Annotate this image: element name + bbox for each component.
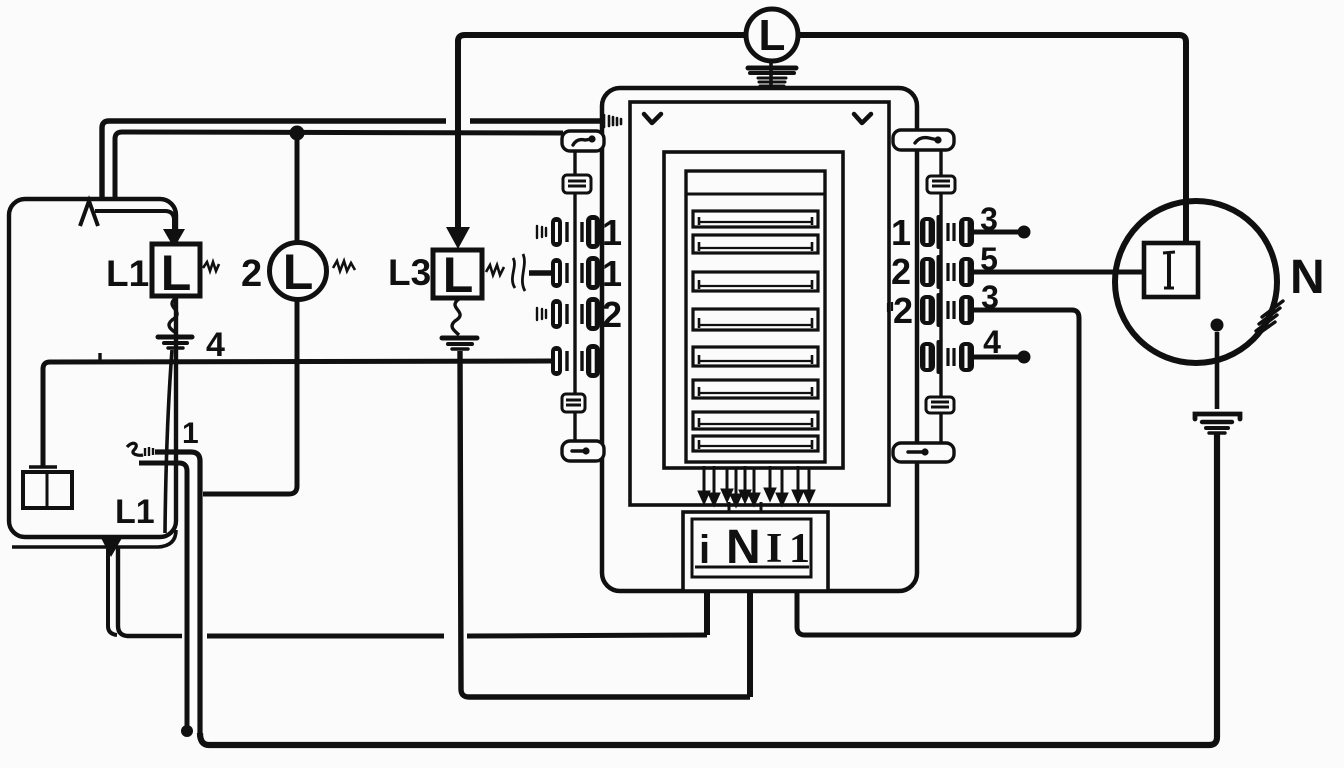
svg-text:4: 4 <box>983 324 1001 360</box>
svg-text:I: I <box>766 526 782 572</box>
svg-text:2: 2 <box>893 290 913 331</box>
svg-text:2: 2 <box>241 253 262 295</box>
svg-text:3: 3 <box>980 201 998 237</box>
svg-text:i: i <box>699 528 710 572</box>
svg-text:L1: L1 <box>106 253 149 294</box>
svg-text:1: 1 <box>602 253 622 294</box>
svg-text:N: N <box>1290 251 1325 304</box>
svg-text:L3: L3 <box>388 252 431 293</box>
svg-text:1: 1 <box>602 212 622 253</box>
svg-text:5: 5 <box>980 241 998 277</box>
svg-text:4: 4 <box>206 326 225 364</box>
svg-text:L: L <box>443 247 474 303</box>
svg-text:1: 1 <box>182 417 199 450</box>
svg-text:1: 1 <box>891 212 911 253</box>
svg-text:N: N <box>726 521 761 574</box>
svg-text:L: L <box>759 11 786 60</box>
svg-text:2: 2 <box>891 251 911 292</box>
svg-text:L: L <box>283 244 314 300</box>
svg-text:1: 1 <box>789 526 810 572</box>
svg-text:2: 2 <box>602 294 622 335</box>
svg-text:L1: L1 <box>115 493 155 531</box>
svg-text:L: L <box>161 245 192 301</box>
svg-text:3: 3 <box>981 279 999 315</box>
